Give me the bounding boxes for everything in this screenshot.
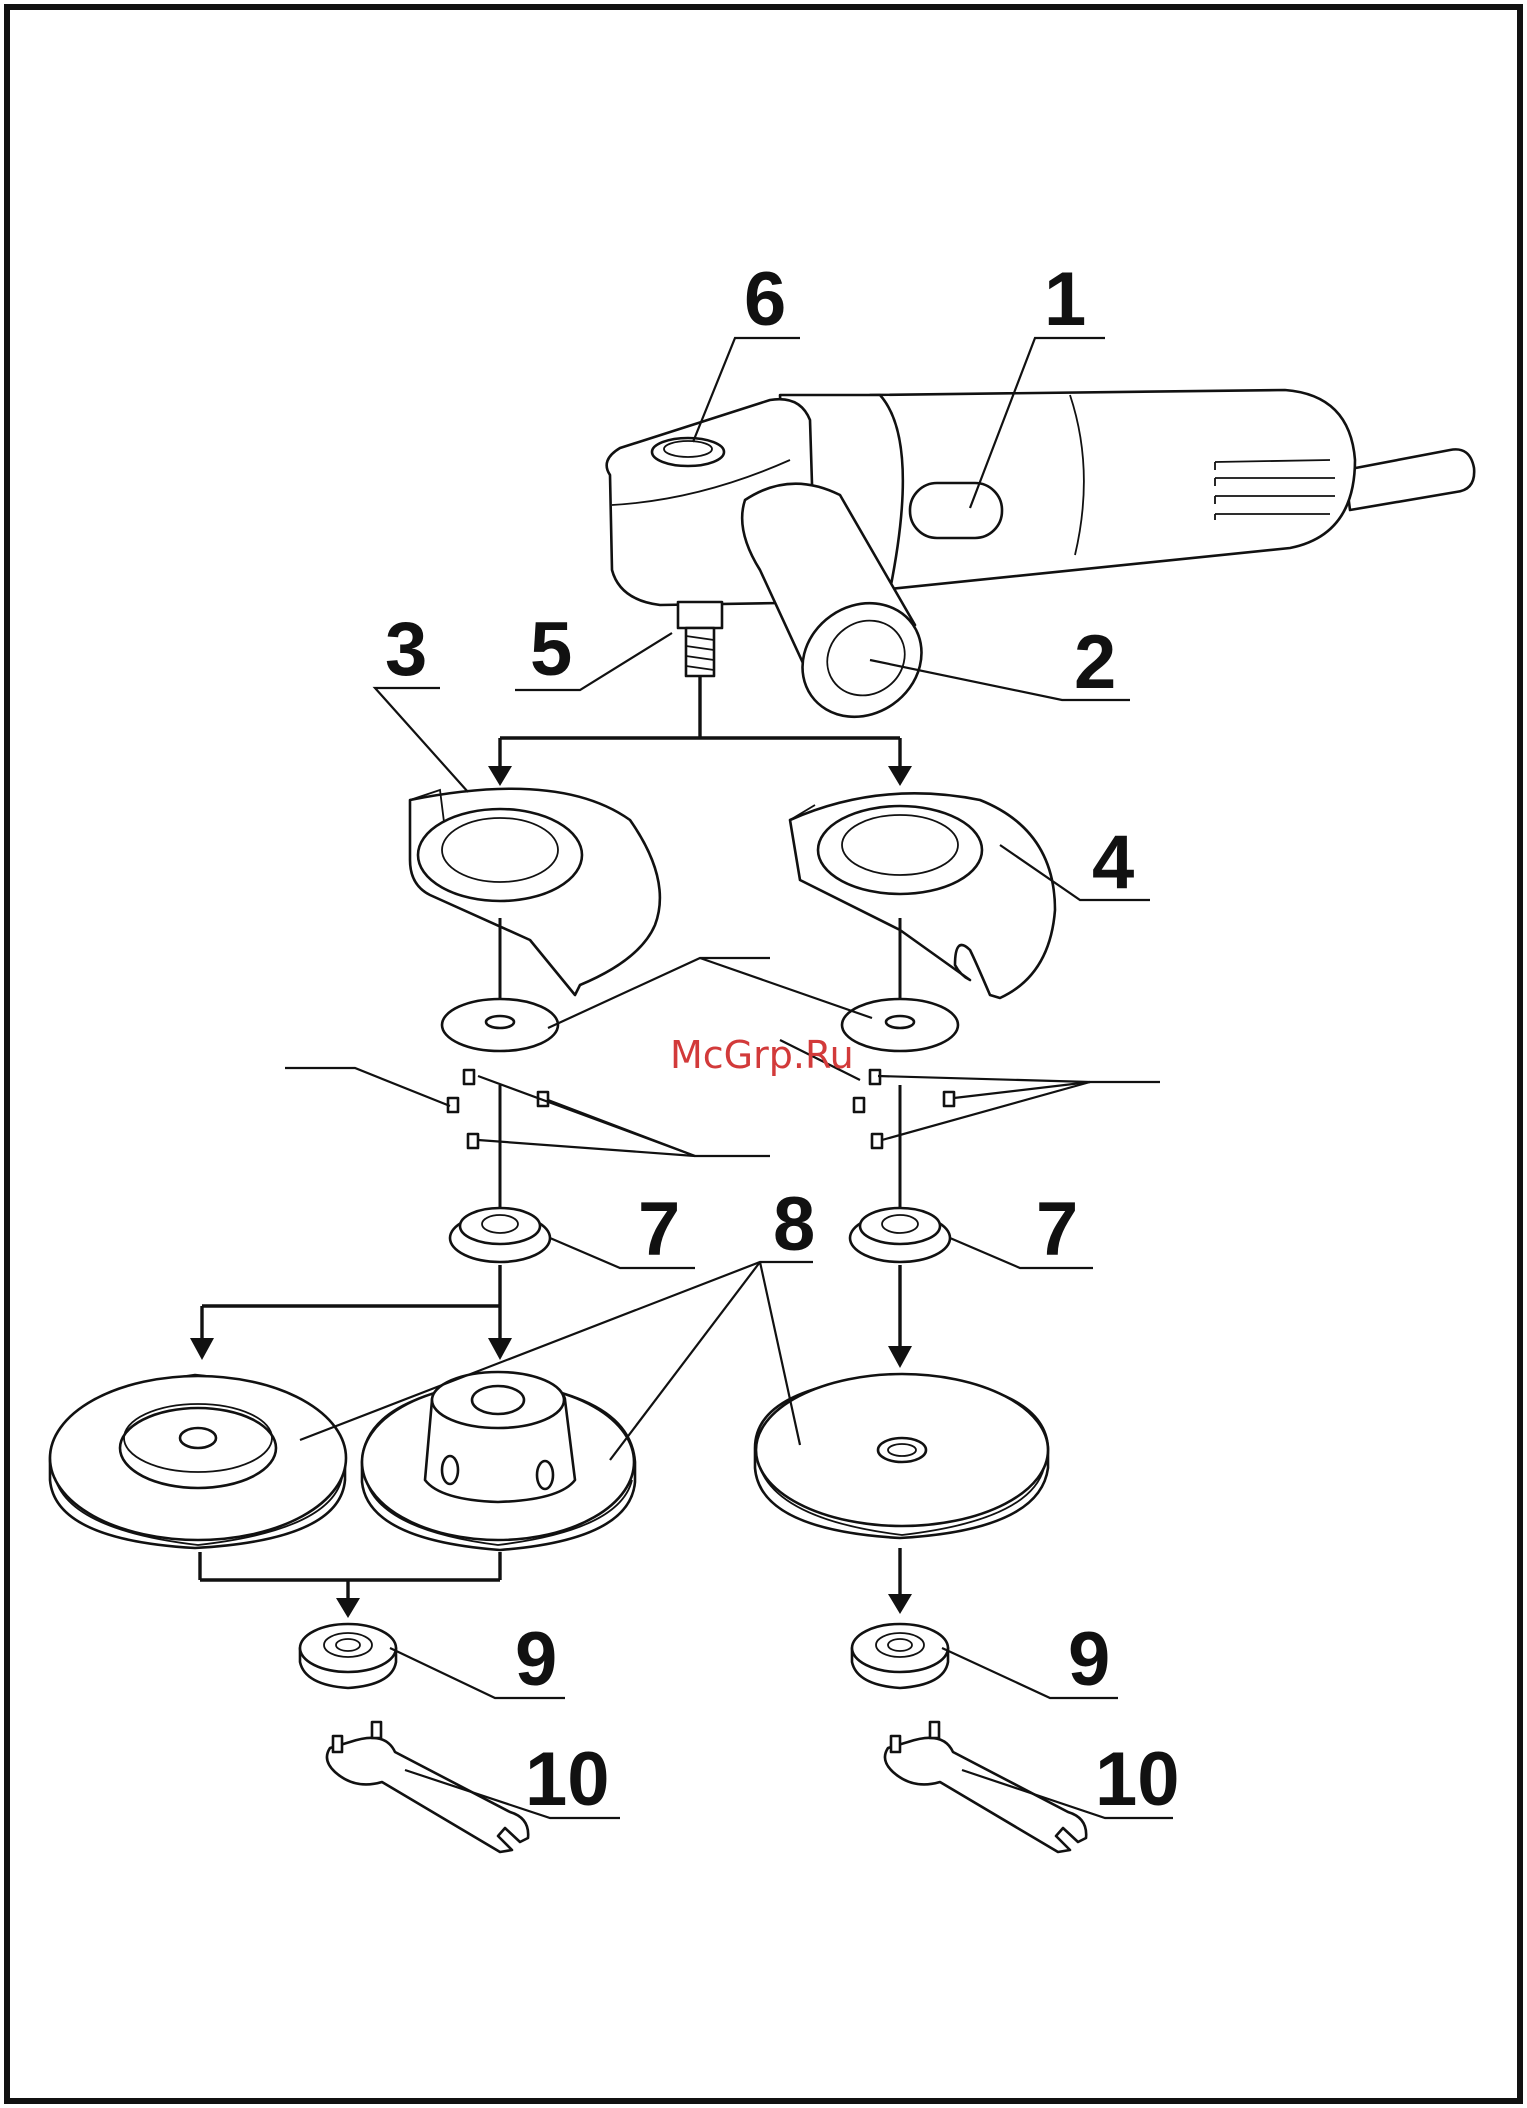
callout-9-left: 9 (515, 1617, 557, 1702)
guard-type-b (790, 793, 1055, 998)
spindle (678, 602, 722, 628)
callout-10-right: 10 (1095, 1737, 1180, 1822)
inner-flange-right (850, 1208, 950, 1262)
callout-9-right: 9 (1068, 1617, 1110, 1702)
callout-6: 6 (744, 257, 786, 342)
guard-type-a (410, 789, 660, 995)
cutting-disc-right (755, 1374, 1048, 1538)
callout-2: 2 (1074, 620, 1116, 705)
spanner-wrench-right (885, 1722, 1086, 1852)
spindle-lock-button (652, 438, 724, 466)
power-switch (910, 483, 1002, 538)
callout-8: 8 (773, 1182, 815, 1267)
watermark: McGrp.Ru (670, 1033, 854, 1077)
callout-5: 5 (530, 607, 572, 692)
clamp-plate-right (842, 999, 958, 1051)
screws-left (448, 1070, 548, 1148)
callout-4: 4 (1092, 820, 1134, 905)
callout-10-left: 10 (525, 1737, 610, 1822)
clamp-plate-left (442, 999, 558, 1051)
cup-disc-middle (362, 1372, 635, 1550)
spanner-wrench-left (327, 1722, 528, 1852)
lock-nut-right (852, 1624, 948, 1688)
inner-flange-left (450, 1208, 550, 1262)
callout-3: 3 (385, 607, 427, 692)
cup-disc-left (50, 1375, 346, 1548)
angle-grinder (607, 390, 1475, 740)
callout-1: 1 (1044, 257, 1086, 342)
callout-7-right: 7 (1036, 1187, 1078, 1272)
callout-7-left: 7 (638, 1187, 680, 1272)
screws-right (854, 1070, 954, 1148)
lock-nut-left (300, 1624, 396, 1688)
